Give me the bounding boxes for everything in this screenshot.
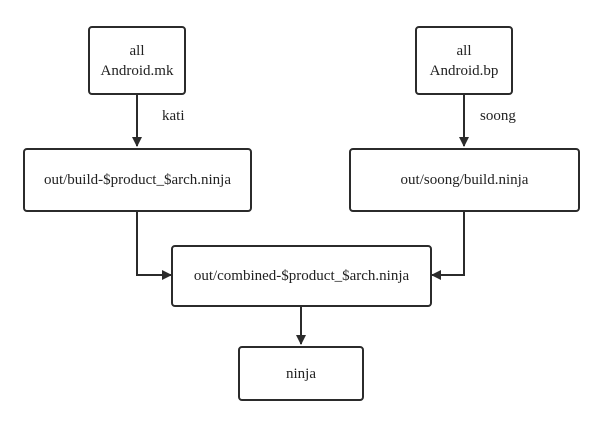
- node-ninja-label: ninja: [286, 365, 316, 382]
- node-combined-ninja: out/combined-$product_$arch.ninja: [171, 245, 432, 307]
- node-all-android-mk-line2: Android.mk: [100, 62, 174, 79]
- node-build-ninja-label: out/build-$product_$arch.ninja: [43, 172, 232, 188]
- arrow-build-to-combined: [136, 212, 172, 280]
- edge-label-kati: kati: [162, 108, 185, 124]
- node-soong-build-ninja: out/soong/build.ninja: [349, 148, 580, 212]
- edge-label-soong: soong: [480, 108, 516, 124]
- node-all-android-bp: all Android.bp: [415, 26, 513, 95]
- node-all-android-mk-line1: all: [129, 42, 145, 59]
- node-ninja: ninja: [238, 346, 364, 401]
- arrow-soong-to-combined: [431, 212, 465, 280]
- node-soong-build-ninja-label: out/soong/build.ninja: [400, 172, 529, 188]
- node-all-android-bp-line2: Android.bp: [429, 62, 499, 79]
- node-combined-ninja-label: out/combined-$product_$arch.ninja: [193, 268, 410, 284]
- node-all-android-bp-line1: all: [456, 42, 472, 59]
- node-build-ninja: out/build-$product_$arch.ninja: [23, 148, 252, 212]
- node-all-android-mk: all Android.mk: [88, 26, 186, 95]
